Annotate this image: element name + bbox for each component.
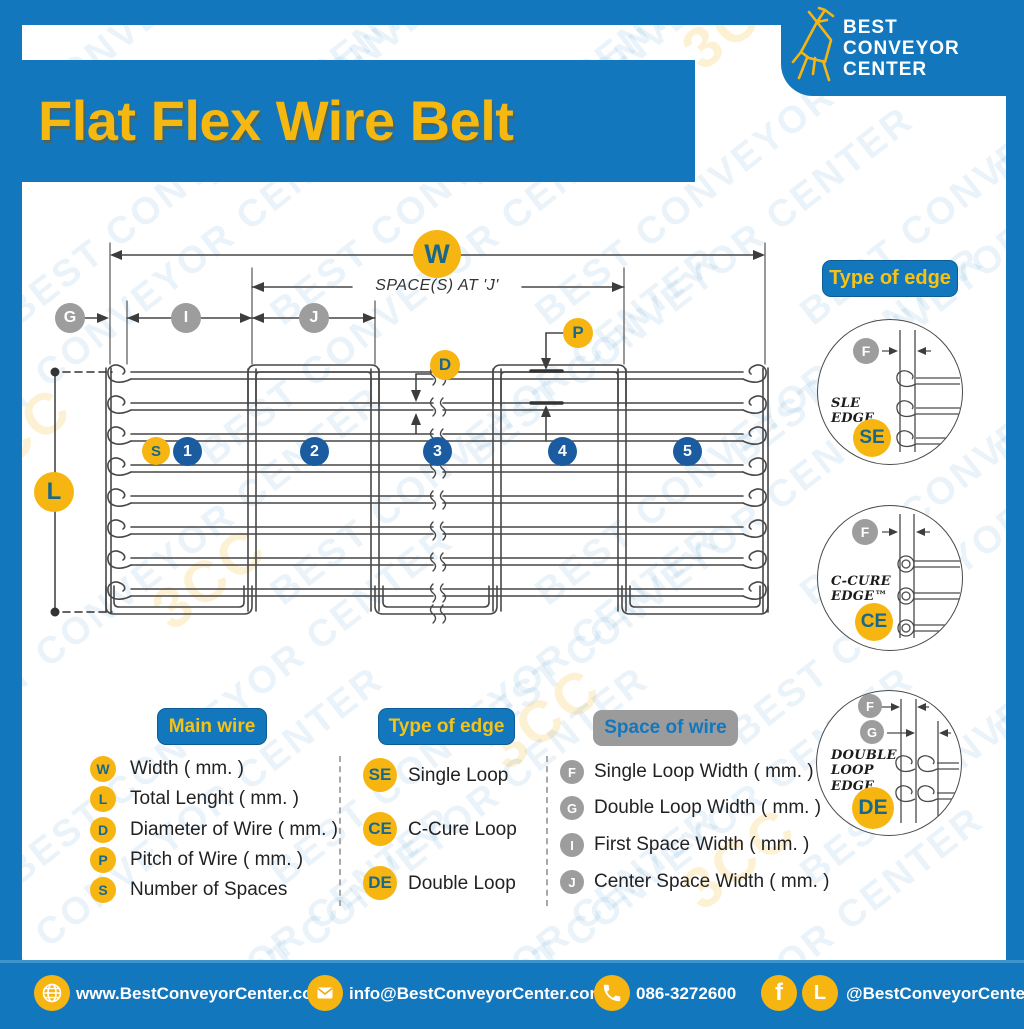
dim-chip-S: S	[142, 437, 170, 465]
deer-logo-icon	[791, 6, 835, 82]
space-number-5: 5	[673, 437, 702, 466]
legend-key-D: D	[90, 817, 116, 843]
facebook-icon: f	[761, 975, 797, 1011]
de-edge-drawing	[879, 699, 959, 823]
mail-icon	[307, 975, 343, 1011]
legend-label-single-loop: Single Loop	[408, 765, 509, 786]
logo-line-2: CONVEYOR	[843, 38, 960, 59]
dim-chip-D: D	[430, 350, 460, 380]
edge-name-ccure: C-CURE EDGE™	[831, 574, 891, 605]
legend-key-P: P	[90, 847, 116, 873]
logo-line-3: CENTER	[843, 59, 928, 80]
edge-code-ce: CE	[855, 603, 893, 641]
dim-chip-W: W	[413, 230, 461, 278]
edge-dim-chip-F: F	[858, 694, 882, 718]
space-number-4: 4	[548, 437, 577, 466]
dim-chip-G: G	[55, 303, 85, 333]
legend-edge-title: Type of edge	[378, 708, 515, 745]
ce-edge-drawing	[882, 514, 960, 638]
edge-code-de: DE	[852, 787, 894, 829]
legend-space-title: Space of wire	[593, 710, 738, 746]
legend-label-pitch: Pitch of Wire ( mm. )	[130, 849, 304, 870]
dim-chip-J: J	[299, 303, 329, 333]
legend-divider-2	[546, 756, 548, 906]
space-number-2: 2	[300, 437, 329, 466]
logo-text: BEST CONVEYOR CENTER	[843, 17, 960, 80]
title-banner: Flat Flex Wire Belt	[0, 60, 695, 182]
edge-detail-ce: F C-CURE EDGE™ CE	[817, 505, 963, 651]
legend-label-diameter: Diameter of Wire ( mm. )	[130, 819, 338, 840]
footer-email: info@BestConveyorCenter.com	[349, 984, 605, 1003]
legend-label-center-space-width: Center Space Width ( mm. )	[594, 871, 830, 892]
dim-chip-L: L	[34, 472, 74, 512]
legend-label-width: Width ( mm. )	[130, 758, 244, 779]
legend-label-double-loop: Double Loop	[408, 873, 516, 894]
legend-key-I: I	[560, 833, 584, 857]
legend-label-spaces: Number of Spaces	[130, 879, 288, 900]
edge-dim-chip-G: G	[860, 720, 884, 744]
legend-key-DE: DE	[363, 866, 397, 900]
legend-label-ccure-loop: C-Cure Loop	[408, 819, 517, 840]
dim-chip-P: P	[563, 318, 593, 348]
space-note: SPACE(S) AT 'J'	[375, 277, 499, 294]
legend-key-J: J	[560, 870, 584, 894]
footer-social: @BestConveyorCenter	[846, 984, 1024, 1003]
legend-key-CE: CE	[363, 812, 397, 846]
globe-icon	[34, 975, 70, 1011]
footer-divider	[0, 960, 1024, 963]
legend-label-first-space-width: First Space Width ( mm. )	[594, 834, 810, 855]
edge-name-double-loop: DOUBLE LOOP EDGE	[831, 748, 897, 794]
line-icon: L	[802, 975, 838, 1011]
dim-chip-I: I	[171, 303, 201, 333]
legend-key-SE: SE	[363, 758, 397, 792]
watermark-text: 3CC	[1005, 934, 1006, 960]
logo-line-1: BEST	[843, 17, 898, 38]
legend-key-G: G	[560, 796, 584, 820]
legend-key-L: L	[90, 786, 116, 812]
legend-divider-1	[339, 756, 341, 906]
edge-detail-de: F G DOUBLE LOOP EDGE DE	[816, 690, 962, 836]
legend-label-total-length: Total Lenght ( mm. )	[130, 788, 299, 809]
edge-dim-chip-F: F	[852, 519, 878, 545]
edge-dim-chip-F: F	[853, 338, 879, 364]
legend-key-W: W	[90, 756, 116, 782]
footer-website: www.BestConveyorCenter.com	[76, 984, 328, 1003]
legend-main-wire-title: Main wire	[157, 708, 267, 745]
phone-icon	[594, 975, 630, 1011]
space-number-3: 3	[423, 437, 452, 466]
se-edge-drawing	[882, 330, 960, 452]
edge-panel-title: Type of edge	[822, 260, 958, 297]
footer-phone: 086-3272600	[636, 984, 737, 1003]
legend-key-F: F	[560, 760, 584, 784]
space-number-1: 1	[173, 437, 202, 466]
edge-detail-se: F SLE EDGE SE	[817, 319, 963, 465]
footer-bar	[0, 960, 1024, 1024]
legend-key-S: S	[90, 877, 116, 903]
legend-label-double-loop-width: Double Loop Width ( mm. )	[594, 797, 822, 818]
legend-label-single-loop-width: Single Loop Width ( mm. )	[594, 761, 814, 782]
edge-code-se: SE	[853, 419, 891, 457]
logo-box: BEST CONVEYOR CENTER	[781, 0, 1024, 96]
page-title: Flat Flex Wire Belt	[38, 89, 514, 152]
